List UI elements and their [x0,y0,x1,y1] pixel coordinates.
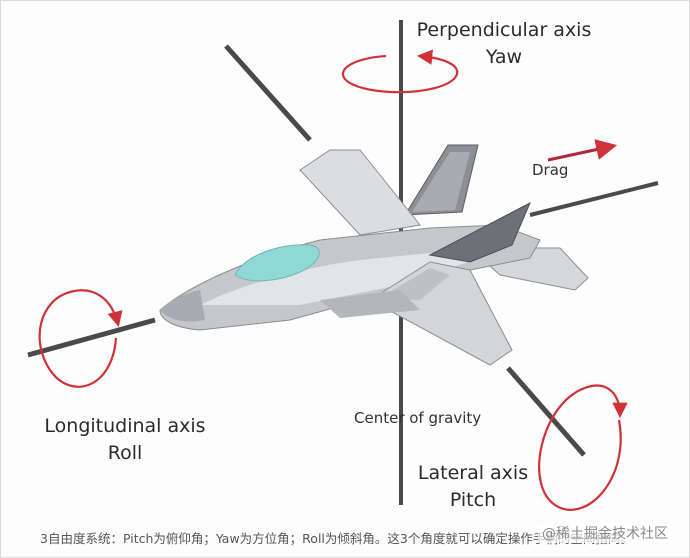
yaw-rotation-arrow [342,49,459,94]
fighter-jet [159,144,589,366]
lateral-axis-label: Lateral axis Pitch [408,460,538,514]
longitudinal-axis-label: Longitudinal axis Roll [40,413,210,467]
pitch-rotation-arrow [538,384,628,511]
drag-label: Drag [532,161,569,179]
roll-text: Roll [107,442,143,464]
longitudinal-axis-line-rear [224,44,312,142]
perpendicular-axis-text: Perpendicular axis [416,19,592,41]
longitudinal-axis-line-front [27,317,156,358]
longitudinal-axis-text: Longitudinal axis [44,415,206,437]
caption-text: 3自由度系统：Pitch为俯仰角；Yaw为方位角；Roll为倾斜角。这3个角度就… [40,531,633,546]
yaw-text: Yaw [485,46,523,68]
drag-arrow [547,139,618,162]
pitch-text: Pitch [449,489,497,511]
lateral-axis-line-right [529,181,659,217]
perpendicular-axis-label: Perpendicular axis Yaw [414,17,594,71]
roll-rotation-arrow [38,289,123,388]
lateral-axis-text: Lateral axis [417,462,529,484]
lateral-axis-line-left [506,366,586,457]
center-of-gravity-label: Center of gravity [354,409,482,427]
watermark-text: @稀土掘金技术社区 [538,523,672,543]
